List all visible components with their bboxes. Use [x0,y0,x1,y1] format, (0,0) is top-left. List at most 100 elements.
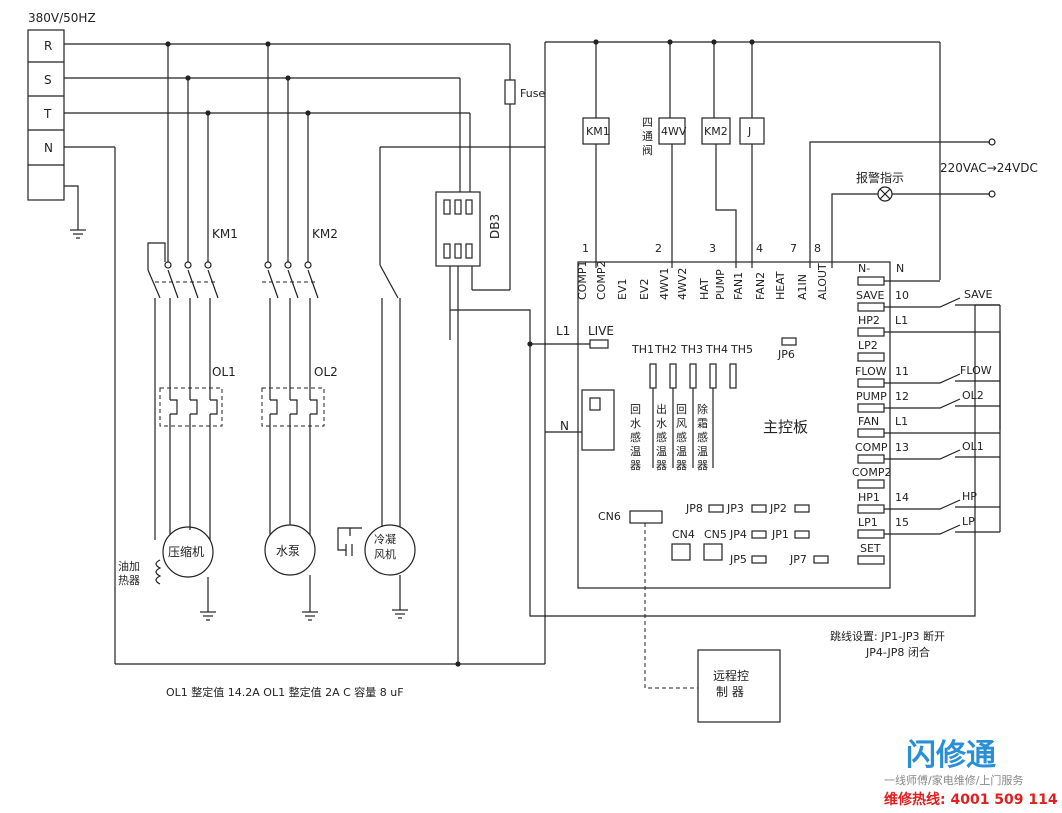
phase-s: S [44,73,52,87]
main-board: 1 2 3 4 7 8 COMP1 COMP2 EV1 EV2 4WV1 4WV… [527,242,1001,689]
sensor-3c: 感 [676,431,687,444]
sensor-4a: 除 [697,402,708,416]
brand-logo: 闪修通 一线师傅/家电维修/上门服务 维修热线: 4001 509 114 [884,738,1058,808]
rpin-flow: FLOW [855,365,887,378]
jumper-note-2: JP4-JP8 闭合 [865,645,930,659]
relay-km1: KM1 [586,125,610,138]
sensor-3e: 器 [676,459,687,472]
rnum-12: 12 [895,390,909,403]
sw-hp: HP [962,490,977,503]
pin-num-8: 8 [814,242,821,255]
sensor-1b: 水 [630,417,641,430]
ol2-label: OL2 [314,365,338,379]
rpin-n: N- [858,262,870,275]
sensor-labels: TH1 TH2 TH3 TH4 TH5 [631,343,753,468]
th5: TH5 [730,343,753,356]
supply-label: 380V/50HZ [28,11,96,25]
heater-label-1: 油加 [118,559,140,573]
sensor-1a: 回 [630,403,641,416]
brand-hotline: 维修热线: 4001 509 114 [884,791,1058,808]
fuse-label: Fuse [520,87,545,100]
rpin-pump: PUMP [856,390,887,403]
pin-num-2: 2 [655,242,662,255]
rpin-fan: FAN [858,415,879,428]
db3-label: DB3 [488,214,502,239]
four-way-1: 四 [642,116,653,129]
cn4: CN4 [672,528,695,541]
sensor-1d: 温 [630,445,641,458]
sensor-4c: 感 [697,431,708,444]
fuse: Fuse [472,44,545,291]
rpin-comp2: COMP2 [852,466,891,479]
sw-lp: LP [962,515,975,528]
db3-bridge: DB3 [435,78,1000,664]
sensor-3d: 温 [676,445,687,458]
rnum-n: N [896,262,904,275]
th2: TH2 [654,343,677,356]
sensor-3a: 回 [676,403,687,416]
fan-label-2: 风机 [374,547,396,561]
rpin-lp1: LP1 [858,516,878,529]
jp3: JP3 [726,502,744,515]
pin-heat: HEAT [774,271,787,300]
sensor-1e: 器 [630,459,641,472]
ol1-label: OL1 [212,365,236,379]
brand-name: 闪修通 [906,738,996,773]
four-way-3: 阀 [642,143,653,157]
pin-ev2: EV2 [638,279,651,300]
pin-num-3: 3 [709,242,716,255]
live-label: LIVE [588,324,614,338]
sensor-2d: 温 [656,445,667,458]
pump-motor: 水泵 [264,524,318,621]
rnum-13: 13 [895,441,909,454]
pin-num-7: 7 [790,242,797,255]
cn6: CN6 [598,510,621,523]
km2-contactor: KM2 OL2 [261,44,338,535]
rnum-14: 14 [895,491,909,504]
jp5: JP5 [729,553,747,566]
cn5: CN5 [704,528,727,541]
n-label: N [560,419,569,433]
rnum-15: 15 [895,516,909,529]
sensor-3b: 风 [676,417,687,430]
relays: KM1 4WV 四 通 阀 KM2 J [582,42,765,268]
sensor-2b: 水 [656,417,667,430]
pin-ev1: EV1 [616,279,629,300]
fan-motor: 冷凝 风机 [364,524,416,619]
alarm-circuit: 220VAC→24VDC 报警指示 [809,138,1038,268]
pump-label: 水泵 [276,544,300,558]
footnote: OL1 整定值 14.2A OL1 整定值 2A C 容量 8 uF [166,685,404,699]
heater: 油加 热器 [118,559,140,587]
pin-4wv1: 4WV1 [658,268,671,300]
connectors: CN6 CN4 CN5 [598,510,727,689]
board-title: 主控板 [763,418,808,436]
rpin-save: SAVE [856,289,885,302]
relay-j: J [747,125,751,138]
sw-ol1: OL1 [962,440,984,453]
sensor-4b: 霜 [697,417,708,430]
pin-pump: PUMP [714,269,727,300]
pin-fan2: FAN2 [754,272,767,300]
remote-label-1: 远程控 [713,668,749,683]
l1-label: L1 [556,324,570,338]
rnum-l1b: L1 [895,415,908,428]
remote-label-2: 制 器 [716,685,744,699]
fan-switch [337,146,545,556]
pin-num-4: 4 [756,242,763,255]
fan-label-1: 冷凝 [374,532,396,546]
relay-4wv: 4WV [661,125,687,138]
pin-4wv2: 4WV2 [676,268,689,300]
rnum-11: 11 [895,365,909,378]
jp2: JP2 [769,502,787,515]
power-bus [64,39,941,667]
sw-flow: FLOW [960,364,992,377]
sw-save: SAVE [964,288,993,301]
rnum-10: 10 [895,289,909,302]
pin-num-1: 1 [582,242,589,255]
terminal-block: 380V/50HZ R S T N [27,11,96,239]
sw-ol2: OL2 [962,389,984,402]
sensor-2c: 感 [656,431,667,444]
relay-km2: KM2 [704,125,728,138]
jumpers: JP6 JP8 JP3 JP2 JP4 JP1 JP5 JP7 [685,337,829,566]
